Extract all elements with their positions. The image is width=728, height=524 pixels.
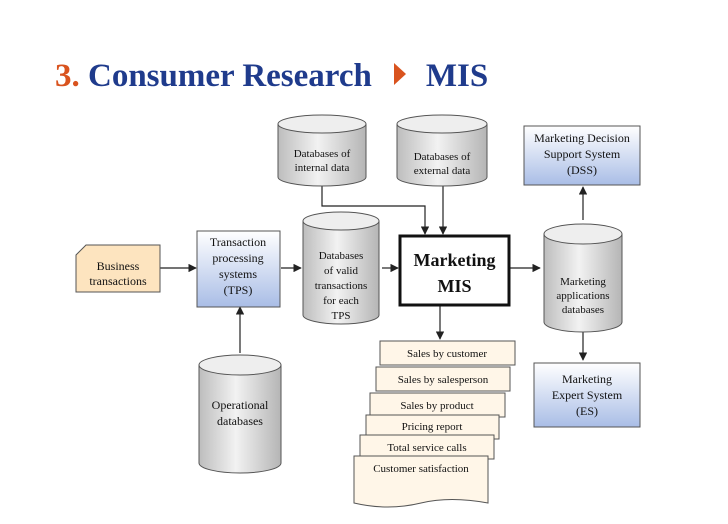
valid-db-label-4: for each (323, 295, 359, 307)
es-label-3: (ES) (576, 404, 598, 418)
title-arrow-icon (393, 63, 406, 85)
title-right: MIS (425, 58, 489, 94)
valid-db-label-5: TPS (332, 310, 351, 322)
apps-db-label-2: applications (556, 290, 609, 302)
report-label: Pricing report (402, 421, 463, 433)
operational-db-label-2: databases (217, 414, 263, 428)
connectors (160, 186, 588, 361)
report-sales-by-salesperson: Sales by salesperson (375, 366, 511, 392)
title-left: Consumer Research (88, 58, 372, 94)
operational-db-label-1: Operational (212, 398, 269, 412)
dss-label-1: Marketing Decision (534, 131, 630, 145)
slide-title: 3. Consumer Research MIS (55, 58, 488, 95)
dss-node: Marketing Decision Support System (DSS) (523, 125, 641, 186)
report-label: Sales by salesperson (398, 374, 489, 386)
dss-label-3: (DSS) (567, 163, 597, 177)
es-node: Marketing Expert System (ES) (533, 362, 641, 428)
valid-db-label-1: Databases (319, 250, 364, 262)
business-transactions-node: Business transactions (75, 244, 161, 293)
marketing-mis-node: Marketing MIS (398, 234, 511, 307)
internal-db-label-2: internal data (295, 162, 350, 174)
tps-node: Transaction processing systems (TPS) (196, 230, 281, 308)
internal-db-label-1: Databases of (294, 148, 351, 160)
tps-label-4: (TPS) (224, 283, 253, 297)
report-label: Sales by customer (407, 348, 487, 360)
operational-db: Operational databases (198, 354, 282, 474)
apps-db-label-3: databases (562, 304, 604, 316)
applications-db: Marketing applications databases (543, 223, 623, 333)
tps-label-3: systems (219, 267, 257, 281)
external-data-db: Databases of external data (396, 114, 488, 187)
business-label-2: transactions (89, 274, 147, 288)
report-sales-by-product: Sales by product (369, 392, 506, 418)
reports-stack: Sales by customer Sales by salesperson S… (353, 340, 516, 508)
apps-db-label-1: Marketing (560, 276, 606, 288)
report-total-service-calls: Total service calls (359, 434, 495, 460)
report-customer-satisfaction: Customer satisfaction (353, 455, 489, 508)
external-db-label-2: external data (414, 165, 471, 177)
valid-db-label-2: of valid (324, 265, 358, 277)
mis-label-1: Marketing (414, 250, 496, 270)
external-db-label-1: Databases of (414, 151, 471, 163)
report-sales-by-customer: Sales by customer (379, 340, 516, 366)
title-number: 3. (55, 58, 80, 94)
dss-label-2: Support System (544, 147, 621, 161)
report-label: Total service calls (387, 442, 466, 454)
es-label-2: Expert System (552, 388, 623, 402)
es-label-1: Marketing (562, 372, 612, 386)
report-label: Sales by product (400, 400, 473, 412)
tps-label-2: processing (212, 251, 263, 265)
valid-transactions-db: Databases of valid transactions for each… (302, 211, 380, 325)
mis-label-2: MIS (437, 276, 471, 296)
arrow-internal-to-mis (321, 186, 430, 235)
report-label: Customer satisfaction (373, 463, 469, 475)
tps-label-1: Transaction (210, 235, 266, 249)
internal-data-db: Databases of internal data (277, 114, 367, 187)
business-label-1: Business (97, 259, 140, 273)
valid-db-label-3: transactions (315, 280, 368, 292)
